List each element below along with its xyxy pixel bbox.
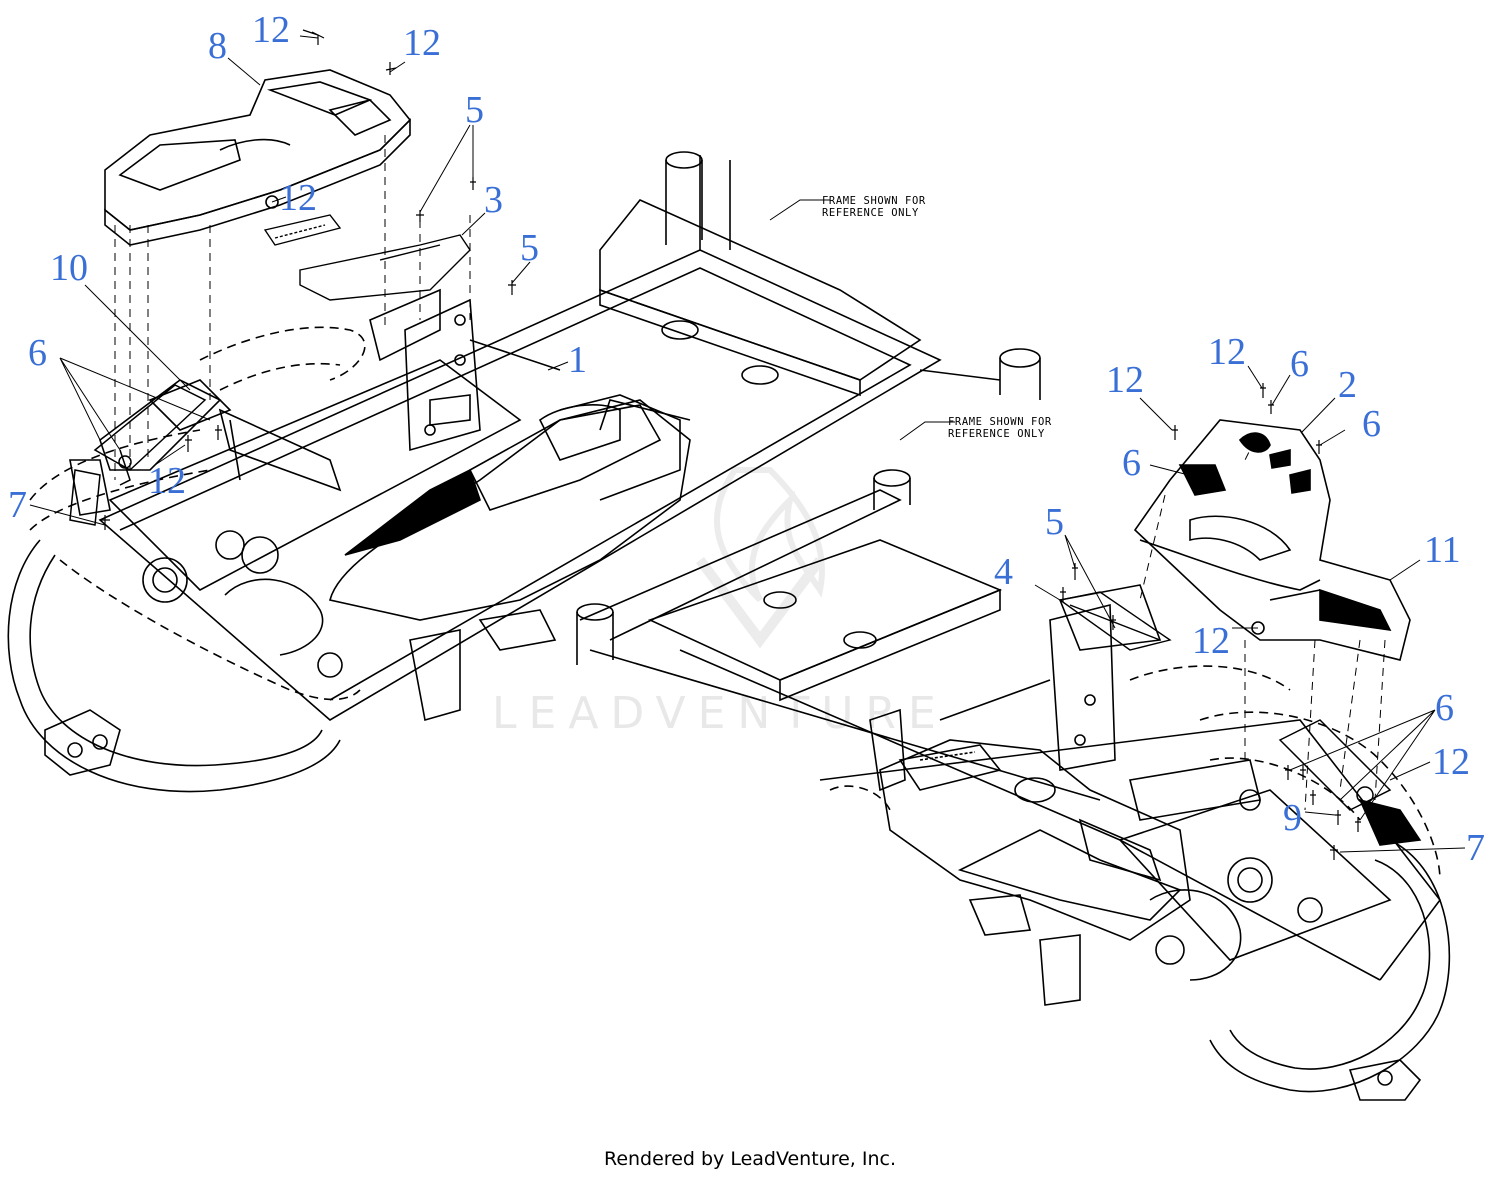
callout-5: 5 <box>1045 501 1064 543</box>
callout-12: 12 <box>148 460 186 502</box>
reference-notes: FRAME SHOWN FOR REFERENCE ONLY FRAME SHO… <box>822 195 1052 440</box>
left-frame-assembly <box>7 151 1041 793</box>
callout-12: 12 <box>1106 359 1144 401</box>
callout-12: 12 <box>403 22 441 64</box>
callout-6: 6 <box>1290 343 1309 385</box>
watermark-text: LEADVENTURE <box>492 688 948 739</box>
callout-8: 8 <box>208 25 227 67</box>
callout-10: 10 <box>50 247 88 289</box>
callout-2: 2 <box>1338 364 1357 406</box>
leader-lines <box>29 35 1466 853</box>
callout-1: 1 <box>568 339 587 381</box>
callout-12: 12 <box>252 9 290 51</box>
right-mounting-plate <box>1058 591 1172 651</box>
render-credit: Rendered by LeadVenture, Inc. <box>603 1148 897 1170</box>
right-frame-assembly <box>576 469 1451 1101</box>
callouts: 12 8 12 5 3 12 5 10 1 6 12 7 12 6 2 12 6… <box>8 9 1485 869</box>
note-frame-shown-lower-1: FRAME SHOWN FOR <box>948 416 1052 428</box>
right-hardware <box>1060 383 1361 860</box>
callout-7: 7 <box>8 484 27 526</box>
callout-6: 6 <box>1435 687 1454 729</box>
callout-5: 5 <box>465 89 484 131</box>
left-console-cover <box>104 69 412 246</box>
callout-12: 12 <box>1432 741 1470 783</box>
left-control-arm <box>69 384 207 526</box>
note-reference-only-lower-2: REFERENCE ONLY <box>948 428 1045 440</box>
callout-6: 6 <box>1122 442 1141 484</box>
note-frame-shown-upper-1: FRAME SHOWN FOR <box>822 195 926 207</box>
note-reference-only-upper-2: REFERENCE ONLY <box>822 207 919 219</box>
callout-3: 3 <box>484 179 503 221</box>
callout-9: 9 <box>1283 797 1302 839</box>
right-control-arm <box>1278 719 1422 846</box>
callout-7: 7 <box>1466 827 1485 869</box>
left-hardware <box>100 29 516 530</box>
callout-12: 12 <box>1192 620 1230 662</box>
left-mounting-plate <box>263 214 471 301</box>
callout-12: 12 <box>279 177 317 219</box>
callout-4: 4 <box>994 551 1013 593</box>
right-console-cover <box>1133 419 1411 661</box>
callout-12: 12 <box>1208 331 1246 373</box>
callout-6: 6 <box>1362 403 1381 445</box>
callout-5: 5 <box>520 227 539 269</box>
callout-11: 11 <box>1424 529 1461 571</box>
callout-6: 6 <box>28 332 47 374</box>
left-alignment-lines <box>114 135 471 480</box>
